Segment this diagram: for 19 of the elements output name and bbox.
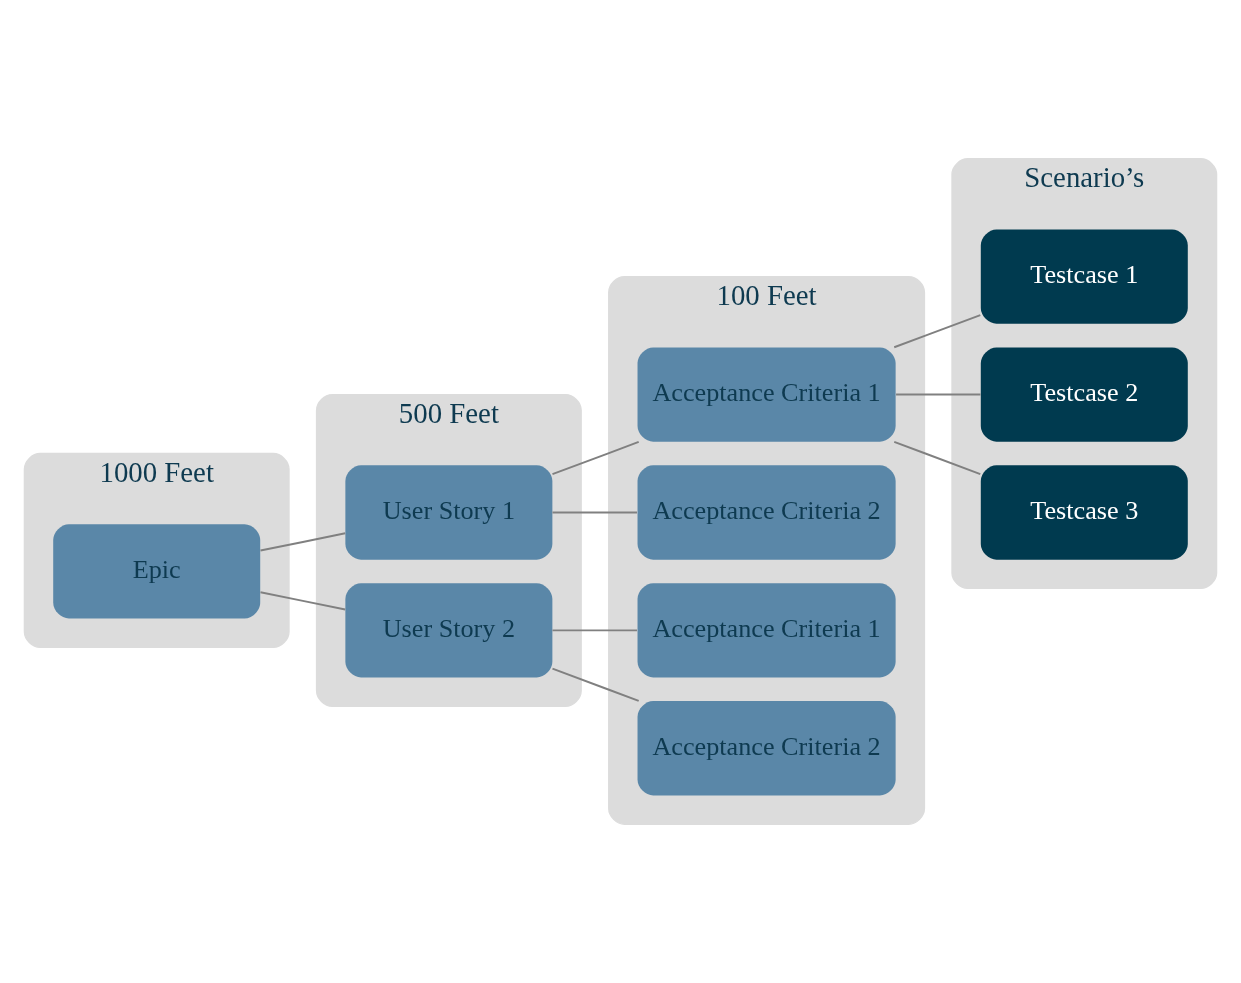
connector xyxy=(895,393,982,396)
connector xyxy=(893,440,982,476)
node-box: Acceptance Criteria 1 xyxy=(637,347,896,442)
node-box: Testcase 2 xyxy=(980,347,1188,442)
node-box: Testcase 1 xyxy=(980,229,1188,324)
connector xyxy=(893,314,982,349)
node-box: Acceptance Criteria 1 xyxy=(637,583,896,678)
node-box: Epic xyxy=(53,524,261,619)
connector xyxy=(551,440,640,476)
connector xyxy=(551,629,638,632)
node-box: User Story 2 xyxy=(345,583,553,678)
node-box: Acceptance Criteria 2 xyxy=(637,465,896,560)
node-box: Testcase 3 xyxy=(980,465,1188,560)
node-box: Acceptance Criteria 2 xyxy=(637,701,896,796)
node-box: User Story 1 xyxy=(345,465,553,560)
connector xyxy=(259,591,347,611)
connector xyxy=(551,511,638,514)
connector xyxy=(551,667,640,702)
connector xyxy=(259,532,347,552)
